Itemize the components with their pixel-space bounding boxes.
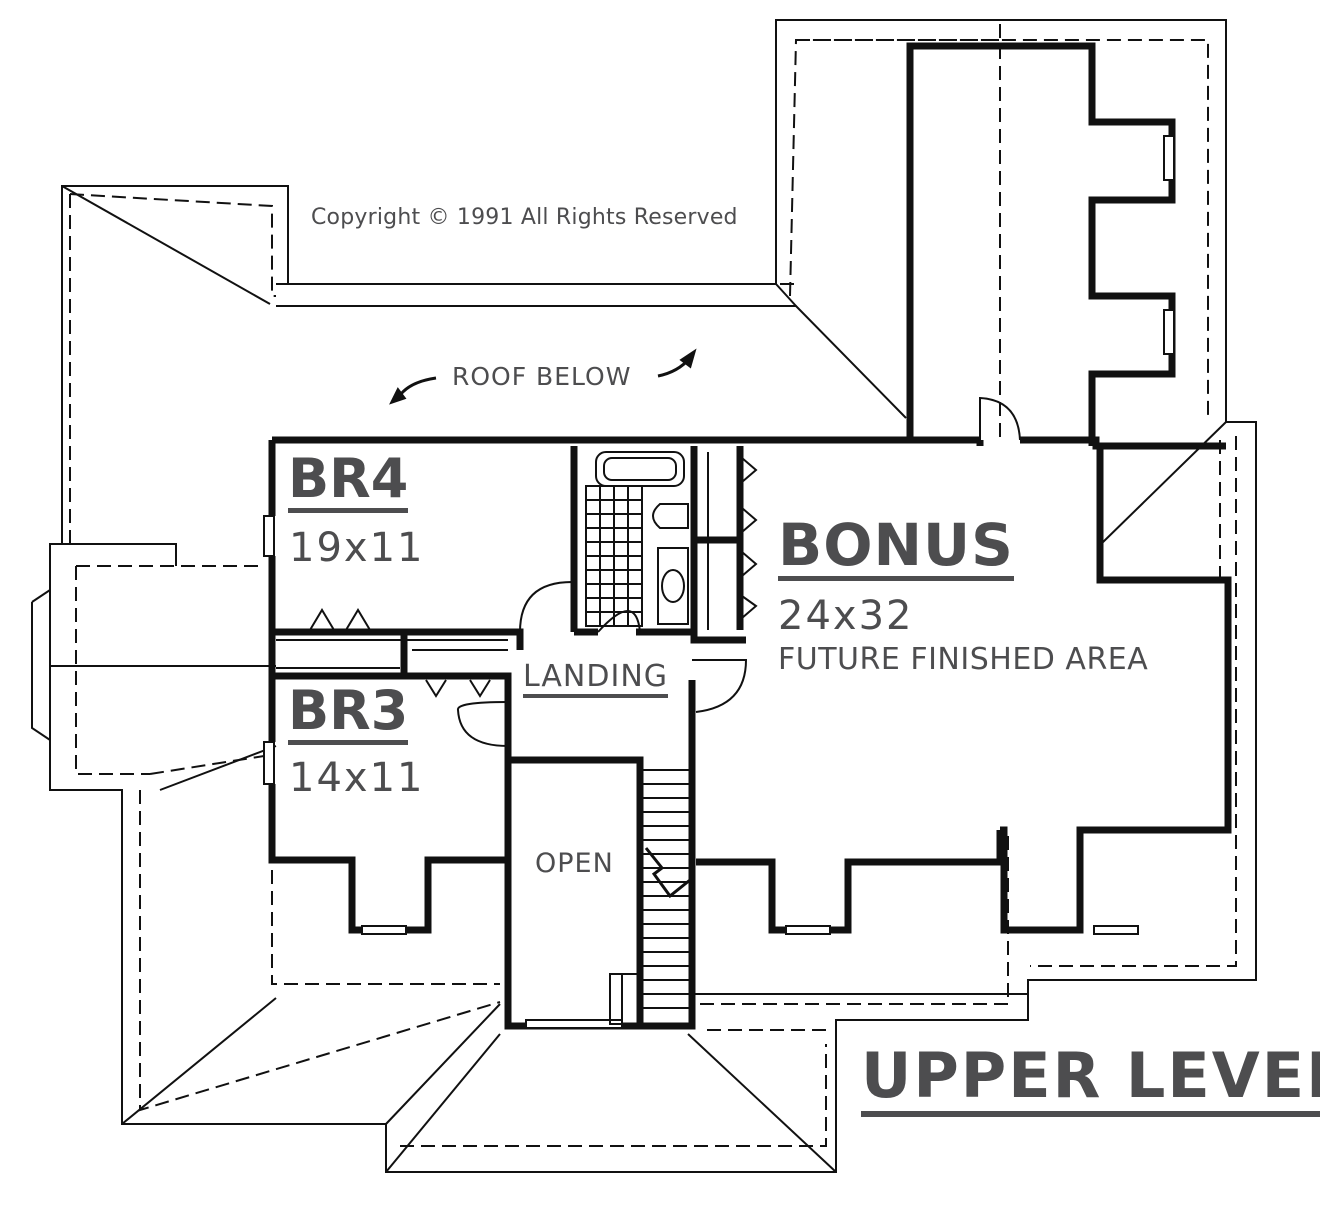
bonus-note: FUTURE FINISHED AREA: [778, 642, 1149, 677]
br4-size: 19x11: [289, 525, 425, 571]
level-title: UPPER LEVEL: [861, 1045, 1320, 1117]
bath-tile-grid: [585, 451, 689, 633]
copyright-text: Copyright © 1991 All Rights Reserved: [311, 205, 738, 230]
roof-below-label: ROOF BELOW: [452, 362, 632, 391]
roof-outlines: [31, 19, 1257, 1173]
br3-size: 14x11: [289, 755, 425, 801]
roof-below-arrows: [389, 348, 697, 405]
roof-dashed-lines: [69, 24, 1237, 1147]
walls: [268, 42, 1232, 1030]
bonus-name: BONUS: [778, 511, 1014, 581]
bonus-size: 24x32: [778, 593, 914, 639]
stairs: [609, 769, 691, 1025]
windows: [263, 135, 1175, 1029]
open-label: OPEN: [535, 848, 614, 879]
br4-name: BR4: [288, 452, 409, 513]
landing-label: LANDING: [523, 662, 669, 698]
doors: [276, 396, 1021, 747]
br3-name: BR3: [288, 684, 409, 745]
